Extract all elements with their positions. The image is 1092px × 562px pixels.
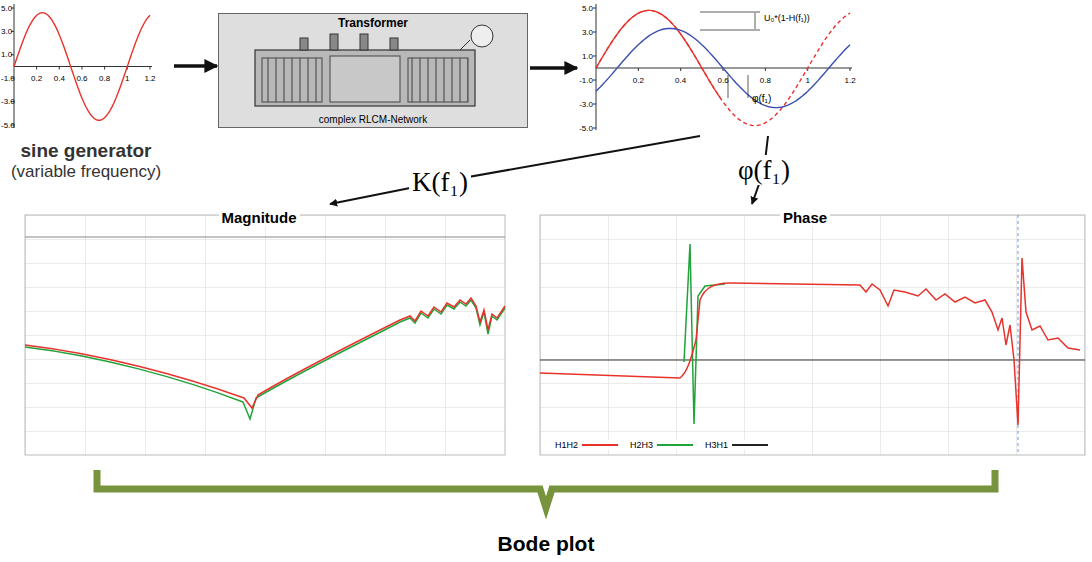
magnitude-plot <box>25 215 505 455</box>
axis-tick: -3.0 <box>579 100 593 109</box>
axis-tick: 0.2 <box>633 76 644 85</box>
plot-annotation: U₀*(1-H(f₁)) <box>764 12 810 24</box>
transformer-illustration <box>218 13 528 128</box>
box-title: Transformer <box>335 16 411 30</box>
axis-tick: -1.0 <box>1 74 15 83</box>
transformer-box: Transformer complex RLCM-Network <box>218 13 528 128</box>
legend-text: H2H3 <box>630 440 653 450</box>
sine-plot <box>11 4 152 128</box>
axis-tick: 0.4 <box>675 76 686 85</box>
axis-tick: 0.6 <box>717 76 728 85</box>
bracket-label: Bode plot <box>498 532 595 556</box>
legend-swatch <box>732 444 768 446</box>
axis-tick: 5.0 <box>1 4 12 13</box>
flow-arrow <box>174 64 217 68</box>
axis-tick: -3.0 <box>1 97 15 106</box>
output-plot <box>593 4 852 130</box>
axis-tick: 1.2 <box>844 76 855 85</box>
chart-title: Magnitude <box>219 209 300 226</box>
axis-tick: 3.0 <box>1 27 12 36</box>
axis-tick: 0.4 <box>54 74 65 83</box>
axis-tick: 1.0 <box>1 50 12 59</box>
axis-tick: -5.0 <box>1 121 15 130</box>
edge-label: φ(f₁) <box>735 155 793 185</box>
legend-swatch <box>582 444 618 446</box>
output-plot-panel <box>578 0 854 135</box>
axis-tick: 5.0 <box>582 4 593 13</box>
legend-swatch <box>657 444 693 446</box>
chart-legend: H1H2 H2H3 H3H1 <box>548 440 779 450</box>
legend-text: H3H1 <box>705 440 728 450</box>
axis-tick: 1 <box>125 74 129 83</box>
axis-tick: 1 <box>805 76 809 85</box>
axis-tick: 3.0 <box>582 28 593 37</box>
generator-note: (variable frequency) <box>11 161 161 182</box>
flow-arrow <box>530 66 577 70</box>
axis-tick: 1.0 <box>582 52 593 61</box>
phase-plot <box>540 215 1085 455</box>
edge-label: K(f₁) <box>409 167 471 197</box>
axis-tick: -1.0 <box>579 76 593 85</box>
flow-arrow <box>330 136 700 204</box>
axis-tick: 1.2 <box>144 74 155 83</box>
plot-annotation: φ(f₁) <box>752 92 771 105</box>
chart-panel: Phase <box>520 205 1090 460</box>
axis-tick: -5.0 <box>579 124 593 133</box>
axis-tick: 0.8 <box>760 76 771 85</box>
axis-tick: 0.2 <box>31 74 42 83</box>
axis-tick: 0.6 <box>76 74 87 83</box>
bode-bracket <box>97 470 995 508</box>
generator-name: sine generator <box>21 140 152 161</box>
box-subtitle: complex RLCM-Network <box>316 114 430 125</box>
axis-tick: 0.8 <box>99 74 110 83</box>
chart-title: Phase <box>780 209 830 226</box>
legend-text: H1H2 <box>555 440 578 450</box>
chart-panel: Magnitude <box>8 205 510 460</box>
sine-panel: sine generator(variable frequency) <box>0 0 172 186</box>
